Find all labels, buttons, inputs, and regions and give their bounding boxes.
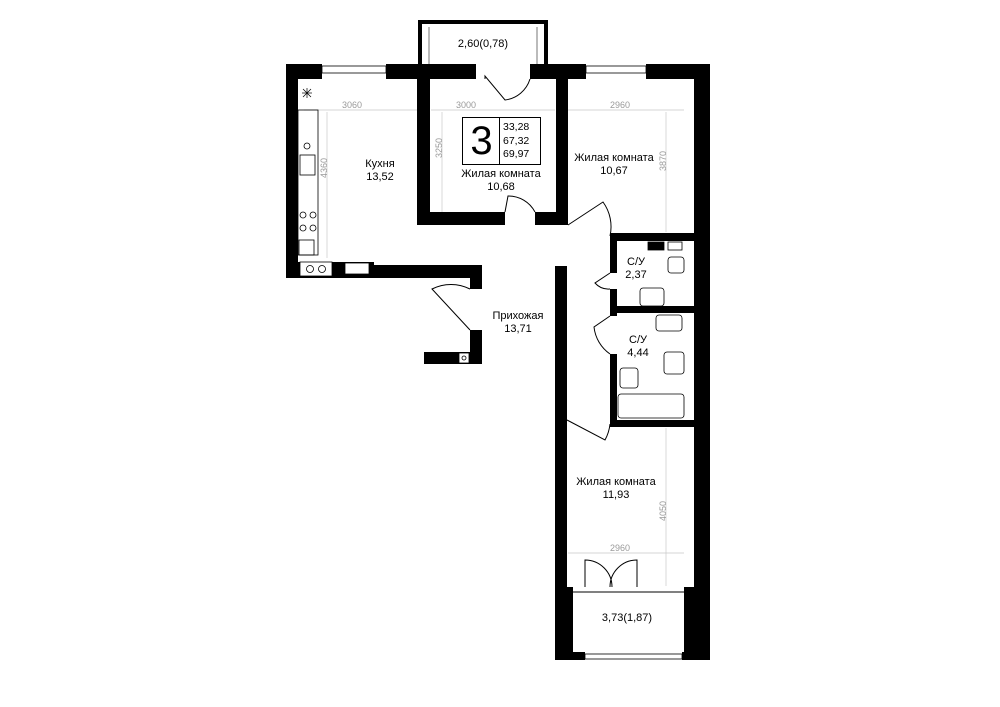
dim-living-3-height: 4050	[658, 500, 669, 522]
bathroom-1-area: 2,37	[625, 269, 647, 281]
living-room-3-area: 11,93	[602, 489, 630, 501]
dim-living-2-width: 2960	[610, 100, 631, 110]
living-room-2-label: Жилая комната 10,67	[566, 152, 662, 178]
kitchen-area: 13,52	[366, 171, 394, 183]
apartment-areas: 33,28 67,32 69,97	[503, 121, 529, 162]
living-room-1-area: 10,68	[487, 181, 515, 193]
dim-living-1-height: 3250	[434, 137, 445, 159]
total-area: 67,32	[503, 134, 530, 147]
balcony-bottom-label: 3,73(1,87)	[601, 612, 653, 624]
windows	[321, 65, 683, 660]
dimension-lines	[304, 109, 684, 586]
dim-living-3-width: 2960	[610, 543, 631, 553]
bathroom-fixtures	[458, 241, 685, 419]
living-room-3-name: Жилая комната	[576, 476, 656, 488]
bathroom-2-area: 4,44	[627, 347, 649, 359]
badge-separator	[499, 118, 500, 164]
rooms-count: 3	[470, 119, 493, 163]
balcony-top-label: 2,60(0,78)	[457, 38, 509, 50]
bathroom-1-name: С/У	[627, 256, 645, 268]
hood-icon	[302, 88, 312, 98]
bathroom-1-label: С/У 2,37	[618, 256, 654, 282]
dim-kitchen-height: 4360	[319, 157, 330, 179]
dim-kitchen-width: 3060	[342, 100, 363, 110]
living-room-3-label: Жилая комната 11,93	[568, 476, 664, 502]
doors	[431, 74, 638, 588]
living-area: 33,28	[503, 121, 530, 133]
total-area-with-balconies: 69,97	[503, 148, 530, 160]
living-room-1-name: Жилая комната	[461, 168, 541, 180]
bathroom-2-label: С/У 4,44	[620, 334, 656, 360]
bathroom-2-name: С/У	[629, 334, 647, 346]
kitchen-name: Кухня	[365, 158, 395, 170]
dim-living-1-width: 3000	[456, 100, 477, 110]
hallway-area: 13,71	[504, 323, 532, 335]
dim-living-2-height: 3870	[658, 150, 669, 172]
living-room-2-area: 10,67	[600, 165, 628, 177]
living-room-1-label: Жилая комната 10,68	[446, 168, 556, 194]
hallway-label: Прихожая 13,71	[486, 310, 550, 336]
balcony-top	[418, 20, 548, 76]
living-room-2-name: Жилая комната	[574, 152, 654, 164]
kitchen-label: Кухня 13,52	[348, 158, 412, 184]
hallway-name: Прихожая	[492, 310, 544, 322]
kitchen-furniture	[297, 109, 370, 277]
apartment-badge: 3 33,28 67,32 69,97	[462, 117, 541, 165]
